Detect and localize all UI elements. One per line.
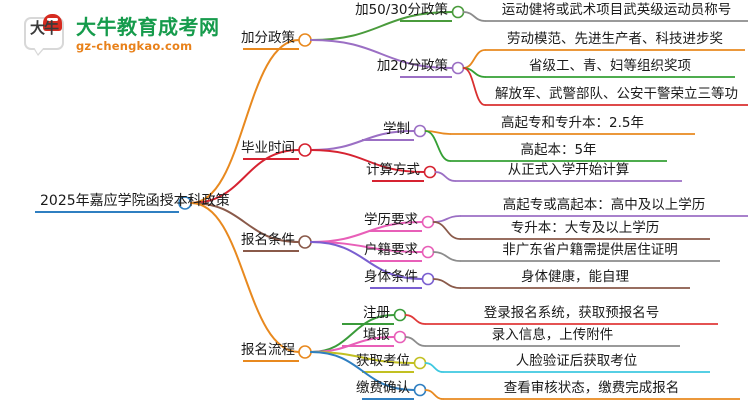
logo-icon: 大牛	[24, 14, 68, 56]
logo-hat-icon	[43, 14, 62, 31]
leaf-label-0-1-1[interactable]: 省级工、青、妇等组织奖项	[529, 58, 691, 74]
leaf-label-3-1-0[interactable]: 录入信息，上传附件	[491, 327, 614, 343]
subnode-label-3-2[interactable]: 获取考位	[356, 353, 410, 369]
subnode-label-0-0[interactable]: 加50/30分政策	[355, 2, 448, 18]
subnode-label-2-2[interactable]: 身体条件	[364, 269, 418, 285]
logo-text-block: 大牛教育成考网 gz-chengkao.com	[76, 15, 220, 54]
leaf-label-1-1-0[interactable]: 从正式入学开始计算	[507, 162, 630, 178]
bubble-tail-inner-icon	[34, 47, 44, 54]
leaf-label-1-0-1[interactable]: 高起本：5年	[520, 142, 597, 158]
subnode-label-3-0[interactable]: 注册	[363, 305, 390, 321]
logo-title: 大牛教育成考网	[76, 15, 220, 39]
subnode-label-1-1[interactable]: 计算方式	[366, 162, 420, 178]
subnode-label-2-1[interactable]: 户籍要求	[364, 242, 418, 258]
branch-node-label-0[interactable]: 加分政策	[241, 30, 295, 46]
leaf-label-2-0-1[interactable]: 专升本：大专及以上学历	[510, 220, 660, 236]
logo-domain: gz-chengkao.com	[76, 39, 193, 53]
leaf-label-2-2-0[interactable]: 身体健康，能自理	[521, 269, 629, 285]
site-logo: 大牛 大牛教育成考网 gz-chengkao.com	[24, 12, 224, 58]
leaf-label-3-2-0[interactable]: 人脸验证后获取考位	[515, 353, 638, 369]
branch-node-label-2[interactable]: 报名条件	[241, 232, 295, 248]
leaf-label-0-1-2[interactable]: 解放军、武警部队、公安干警荣立三等功	[495, 86, 738, 102]
logo-mark-text: 大牛	[29, 19, 59, 37]
leaf-label-3-0-0[interactable]: 登录报名系统，获取预报名号	[483, 305, 660, 321]
subnode-label-3-3[interactable]: 缴费确认	[356, 380, 410, 396]
subnode-label-2-0[interactable]: 学历要求	[364, 212, 418, 228]
leaf-label-3-3-0[interactable]: 查看审核状态，缴费完成报名	[503, 380, 680, 396]
subnode-label-0-1[interactable]: 加20分政策	[376, 58, 448, 74]
root-node-label[interactable]: 2025年嘉应学院函授本科政策	[40, 193, 230, 209]
subnode-label-1-0[interactable]: 学制	[383, 121, 410, 137]
leaf-label-0-1-0[interactable]: 劳动模范、先进生产者、科技进步奖	[507, 31, 723, 47]
leaf-label-1-0-0[interactable]: 高起专和专升本：2.5年	[501, 115, 644, 131]
branch-node-label-3[interactable]: 报名流程	[241, 342, 295, 358]
branch-node-label-1[interactable]: 毕业时间	[241, 140, 295, 156]
leaf-label-0-0-0[interactable]: 运动健将或武术项目武英级运动员称号	[501, 2, 732, 18]
subnode-label-3-1[interactable]: 填报	[363, 327, 390, 343]
leaf-label-2-0-0[interactable]: 高起专或高起本：高中及以上学历	[502, 197, 706, 213]
leaf-label-2-1-0[interactable]: 非广东省户籍需提供居住证明	[502, 242, 678, 258]
